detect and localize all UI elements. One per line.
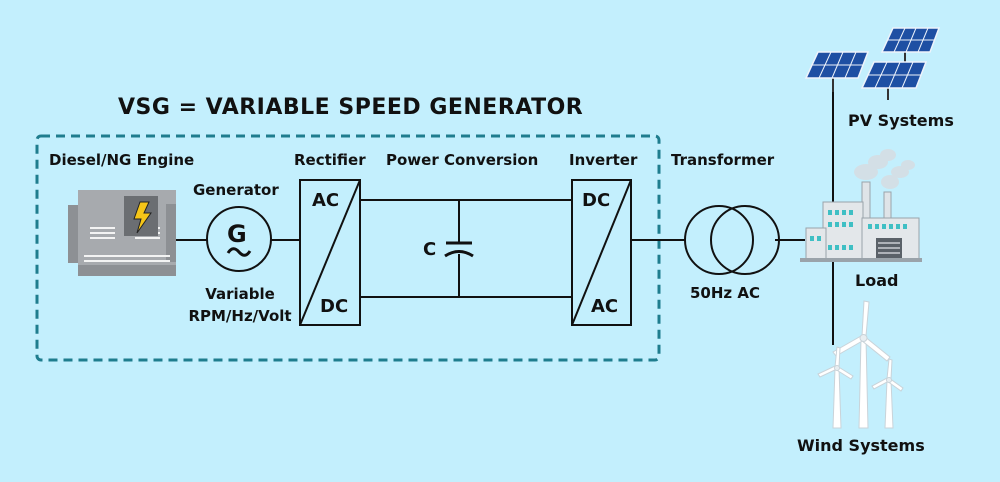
rectifier-label: Rectifier <box>294 151 366 169</box>
wind-turbine-icon <box>817 300 904 429</box>
variable-label-line2: RPM/Hz/Volt <box>188 307 292 325</box>
transformer-label: Transformer <box>671 151 775 169</box>
wires <box>176 85 834 345</box>
generator-icon <box>206 206 272 272</box>
inverter-input-label: DC <box>582 190 611 211</box>
solar-panel-icon <box>804 27 941 100</box>
capacitor-label: C <box>423 239 437 260</box>
load-label: Load <box>855 271 899 290</box>
vsg-boundary <box>35 134 661 362</box>
wind-systems-label: Wind Systems <box>797 436 925 455</box>
power-conversion-label: Power Conversion <box>386 151 539 169</box>
factory-icon <box>800 149 922 262</box>
lightning-icon <box>133 201 152 234</box>
inverter-block <box>571 179 632 326</box>
transformer-output-label: 50Hz AC <box>690 284 760 302</box>
inverter-output-label: AC <box>591 296 619 317</box>
rectifier-block <box>299 179 361 326</box>
capacitor-icon <box>444 241 474 258</box>
diagram-title: VSG = VARIABLE SPEED GENERATOR <box>118 95 584 120</box>
engine-icon <box>68 190 176 276</box>
generator-wave <box>226 247 252 257</box>
variable-label-line1: Variable <box>205 285 275 303</box>
rectifier-input-label: AC <box>312 190 340 211</box>
generator-label: Generator <box>193 181 279 199</box>
pv-systems-label: PV Systems <box>848 111 954 130</box>
rectifier-output-label: DC <box>320 296 349 317</box>
engine-label: Diesel/NG Engine <box>49 151 195 169</box>
inverter-label: Inverter <box>569 151 638 169</box>
transformer-icon <box>684 205 780 275</box>
generator-symbol: G <box>227 220 247 248</box>
